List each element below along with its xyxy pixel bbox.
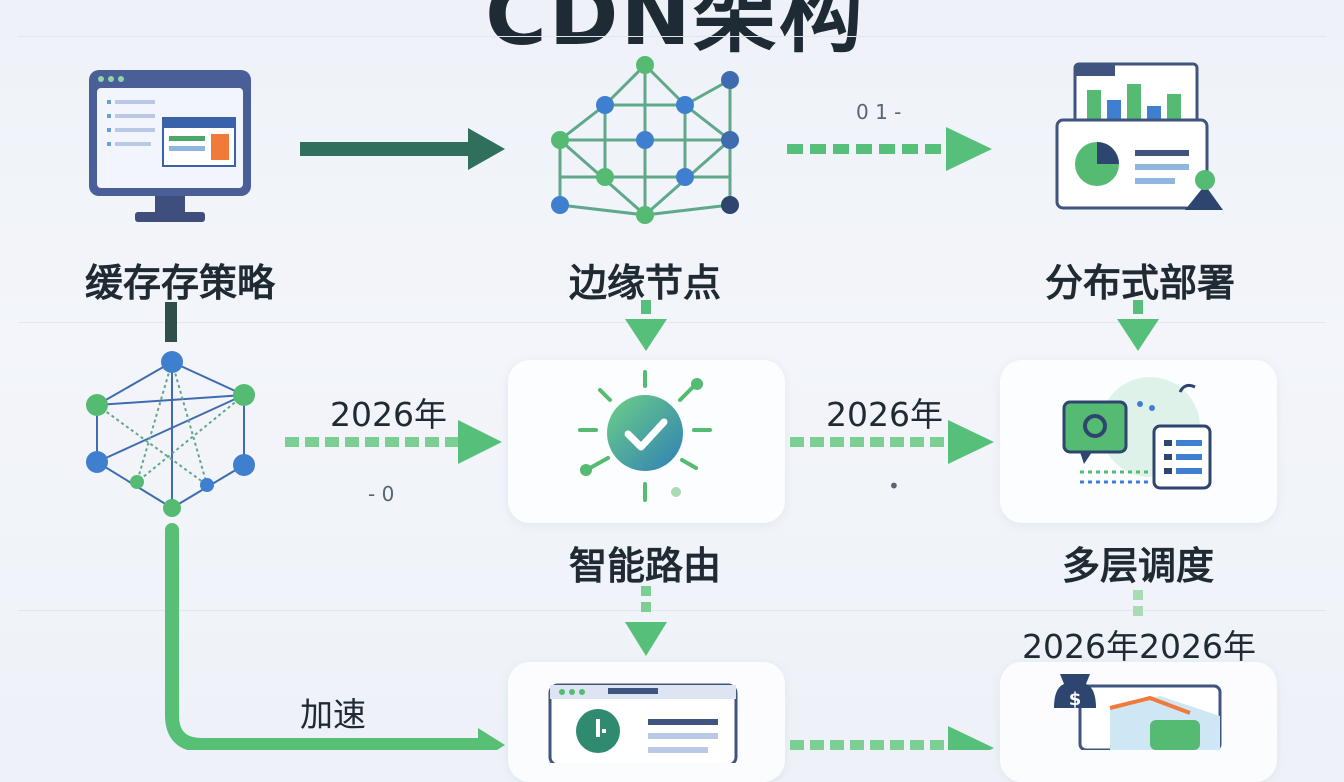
monitor-icon: [89, 70, 251, 222]
node-label-distributed: 分布式部署: [1044, 261, 1235, 305]
edge-to-distributed-arrow: [787, 127, 992, 171]
bottom-center-to-right-arrow: [790, 726, 994, 750]
edge-label-year-right: 2026年: [826, 395, 943, 434]
edge-label-accelerate: 加速: [300, 695, 366, 734]
node-label-routing: 智能路由: [568, 544, 721, 588]
network-mesh-icon: [551, 56, 739, 224]
divider: [18, 36, 1326, 37]
divider: [18, 322, 1326, 323]
dashboard-chart-icon: [1055, 62, 1223, 210]
connector-layer: [165, 127, 1159, 750]
routing-to-bottom-arrow: [625, 586, 667, 656]
distributed-to-multilayer-arrow: [1117, 300, 1159, 351]
decor-right-mark: •: [888, 474, 900, 498]
divider: [18, 610, 1326, 611]
page-title: CDN架构: [485, 0, 865, 64]
routing-to-multilayer-arrow: [790, 420, 994, 464]
edge-label-year-left: 2026年: [330, 395, 447, 434]
edge-label-years-bottom-right: 2026年2026年: [1022, 627, 1256, 666]
cache-to-edge-arrow: [300, 128, 505, 170]
decor-left-marks: - 0: [368, 482, 395, 506]
edge-to-routing-arrow: [625, 300, 667, 351]
chat-list-icon: [1062, 377, 1212, 490]
accelerate-arrowhead: [478, 728, 505, 750]
svg-text:$: $: [1069, 689, 1082, 710]
network-graph-icon: [86, 351, 255, 517]
node-label-multilayer: 多层调度: [1061, 544, 1214, 588]
multilayer-to-bottom-connector: [1133, 590, 1143, 616]
cache-down-connector: [165, 302, 177, 342]
decor-top-marks: 0 1 -: [856, 100, 902, 124]
network-to-routing-arrow: [285, 420, 502, 464]
accelerate-path: [165, 523, 487, 750]
node-label-cache: 缓存存策略: [84, 261, 275, 305]
dollar-dashboard-icon: $: [1054, 674, 1222, 750]
check-sun-icon: [578, 370, 712, 502]
monitor-chart-icon: [548, 683, 738, 763]
node-label-edge: 边缘节点: [568, 261, 721, 305]
